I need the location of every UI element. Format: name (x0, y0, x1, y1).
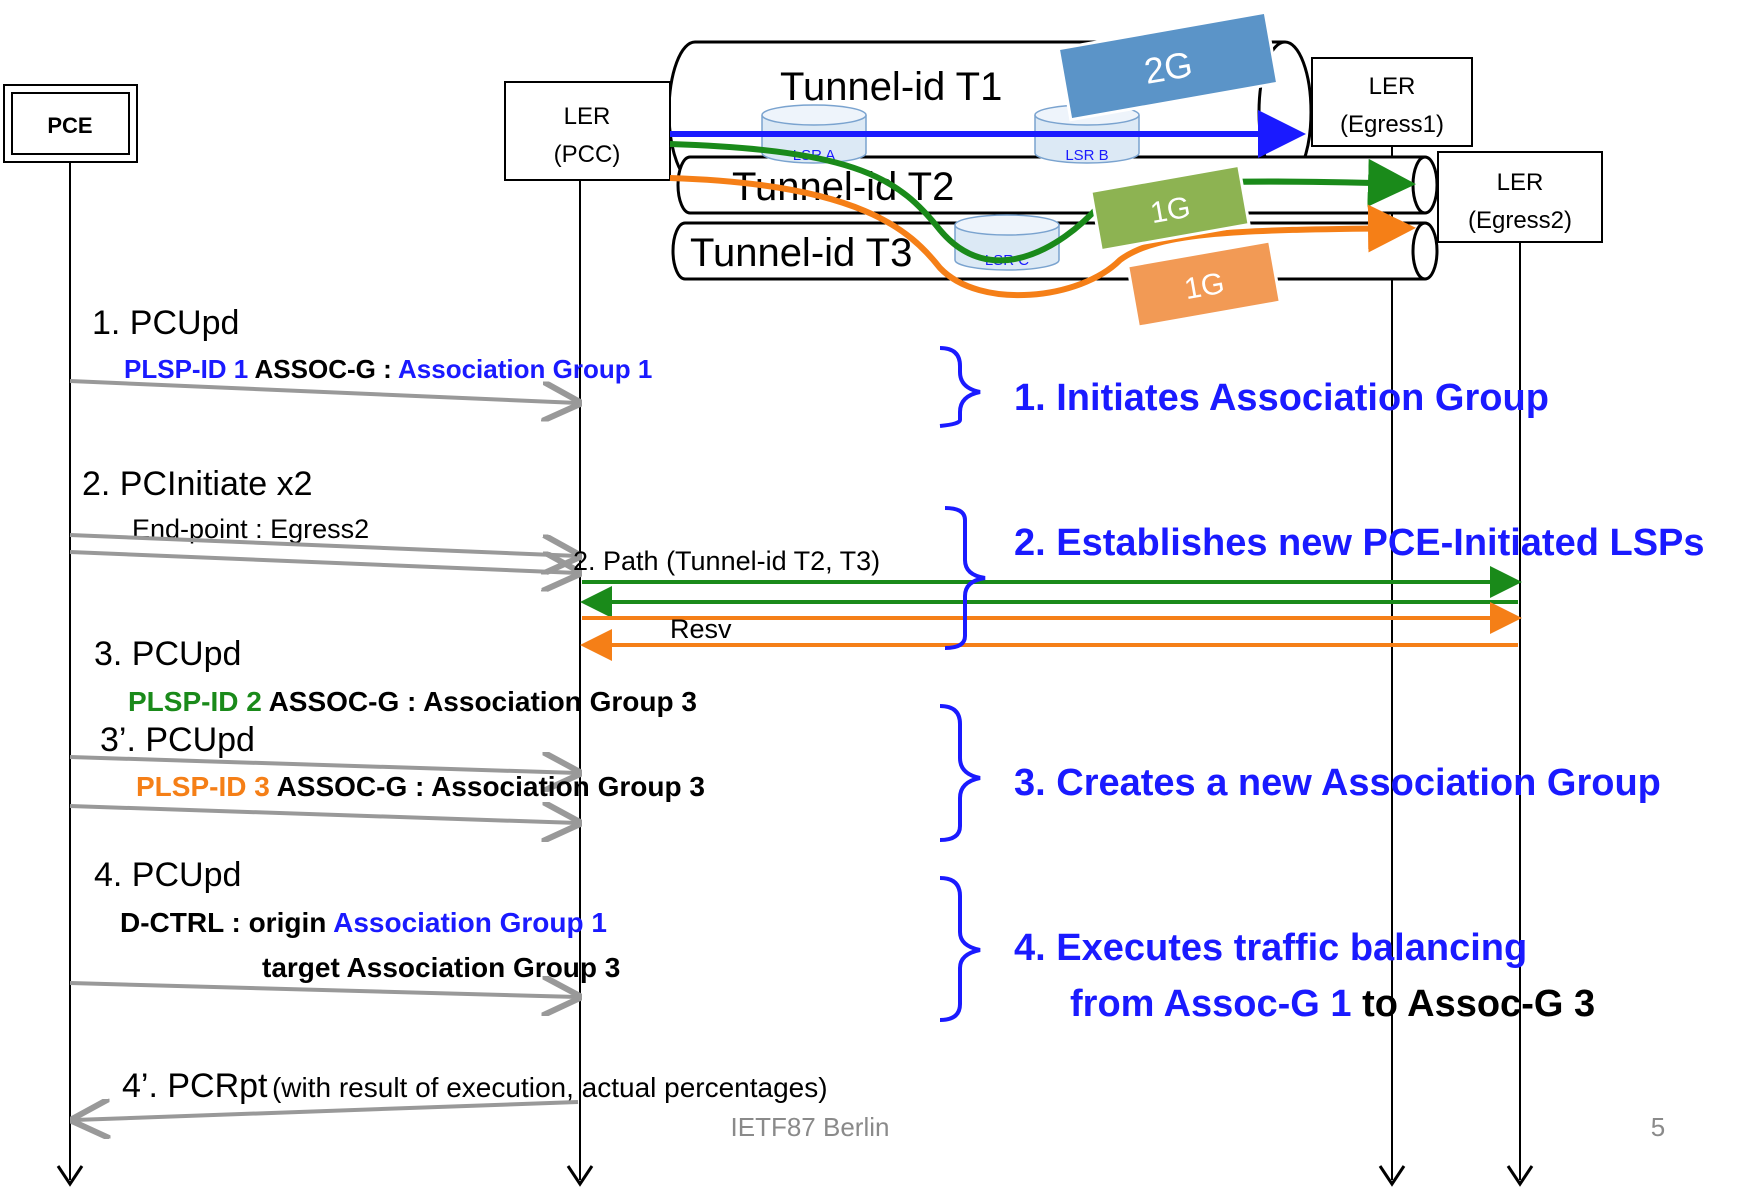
m3-title: 3. PCUpd (94, 635, 241, 673)
ler-egress2-line2: (Egress2) (1468, 207, 1572, 234)
m4-arrow (69, 983, 578, 997)
brace-step-2 (944, 506, 986, 650)
bandwidth-t3-label: 1G (1182, 267, 1227, 306)
m1-arrow (69, 379, 578, 403)
step-3-text: 3. Creates a new Association Group (1014, 762, 1661, 804)
message-3-pcupd: 3. PCUpd PLSP-ID 2 ASSOC-G : Association… (69, 635, 705, 823)
m3b-plsp: PLSP-ID 3 (136, 771, 270, 802)
lsr-b-label: LSR B (1065, 147, 1108, 164)
m1-group: Association Group 1 (398, 354, 652, 384)
m4-target: target Association Group 3 (262, 952, 620, 983)
pce-node: PCE (3, 84, 138, 163)
m3b-title: 3’. PCUpd (100, 721, 255, 759)
step-descriptions: 1. Initiates Association Group 2. Establ… (1014, 377, 1705, 1025)
step-4-from: from Assoc-G 1 (1070, 983, 1352, 1025)
message-4b-pcrpt: 4’. PCRpt (with result of execution, act… (74, 1067, 828, 1120)
step-4-to: to Assoc-G 3 (1362, 983, 1595, 1025)
m1-assoc: ASSOC-G : (255, 354, 392, 384)
egress2-lifeline-arrowhead (1506, 1165, 1534, 1187)
m4b-title: 4’. PCRpt (122, 1067, 268, 1105)
m3-detail: PLSP-ID 2 ASSOC-G : Association Group 3 (128, 686, 697, 717)
lifelines (56, 146, 1534, 1187)
bandwidth-t2-box: 1G (1089, 163, 1251, 253)
m4b-text: 4’. PCRpt (with result of execution, act… (122, 1067, 828, 1105)
footer-page-number: 5 (1651, 1112, 1665, 1142)
message-2-pcinitiate: 2. PCInitiate x2 End-point : Egress2 2. … (69, 465, 1522, 661)
footer-event: IETF87 Berlin (731, 1112, 890, 1142)
ler-egress1-line2: (Egress1) (1340, 111, 1444, 138)
pcc-lifeline-arrowhead (566, 1165, 594, 1187)
m2-resv-label: Resv (670, 614, 732, 644)
m3-arrow (69, 757, 578, 773)
ler-pcc-node: LER (PCC) (504, 81, 671, 181)
message-4-pcupd: 4. PCUpd D-CTRL : origin Association Gro… (69, 856, 620, 997)
m3b-detail: PLSP-ID 3 ASSOC-G : Association Group 3 (136, 771, 705, 802)
step-1-text: 1. Initiates Association Group (1014, 377, 1549, 419)
bandwidth-t3-box: 1G (1125, 239, 1283, 329)
brace-step-3 (939, 704, 981, 842)
m4-dctrl: D-CTRL : origin (120, 907, 326, 938)
m3-plsp: PLSP-ID 2 (128, 686, 262, 717)
m4b-note: (with result of execution, actual percen… (272, 1072, 828, 1103)
m3b-arrow (69, 806, 578, 823)
m4-origin-group: Association Group 1 (333, 907, 607, 938)
m3b-assoc: ASSOC-G : Association Group 3 (277, 771, 705, 802)
m2-path-label: 2. Path (Tunnel-id T2, T3) (573, 546, 880, 576)
brace-step-4 (939, 876, 981, 1022)
ler-egress1-line1: LER (1369, 73, 1416, 100)
m2-arrow-1 (69, 533, 578, 556)
step-4-line2: from Assoc-G 1 to Assoc-G 3 (1070, 983, 1595, 1025)
brace-step-1 (939, 346, 981, 428)
ler-egress2-line1: LER (1497, 169, 1544, 196)
bandwidth-t1-label: 2G (1141, 43, 1195, 92)
egress1-lifeline-arrowhead (1378, 1165, 1406, 1187)
footer: IETF87 Berlin 5 (731, 1112, 1666, 1142)
m1-title: 1. PCUpd (92, 304, 239, 342)
m1-plsp: PLSP-ID 1 (124, 354, 248, 384)
pce-label: PCE (47, 113, 92, 138)
message-1-pcupd: 1. PCUpd PLSP-ID 1 ASSOC-G : Association… (69, 304, 652, 403)
ler-egress2-node: LER (Egress2) (1437, 151, 1603, 243)
bandwidth-t1-box: 2G (1056, 10, 1280, 122)
m2-arrow-2 (69, 550, 578, 573)
tunnel-t1-label: Tunnel-id T1 (780, 65, 1002, 109)
bandwidth-t2-label: 1G (1148, 191, 1193, 230)
tunnel-t3-label: Tunnel-id T3 (690, 231, 912, 275)
ler-egress1-node: LER (Egress1) (1311, 57, 1473, 147)
ler-pcc-line2: (PCC) (554, 141, 621, 168)
step-4-line1: 4. Executes traffic balancing (1014, 927, 1527, 969)
m4b-arrow (74, 1102, 579, 1120)
m3-assoc: ASSOC-G : Association Group 3 (269, 686, 697, 717)
m2-title: 2. PCInitiate x2 (82, 465, 313, 503)
lsp-orange-path (669, 175, 1416, 299)
step-2-text: 2. Establishes new PCE-Initiated LSPs (1014, 522, 1705, 564)
m4-title: 4. PCUpd (94, 856, 241, 894)
ler-pcc-line1: LER (564, 103, 611, 130)
pce-lifeline-arrowhead (56, 1165, 84, 1187)
m1-detail: PLSP-ID 1 ASSOC-G : Association Group 1 (124, 354, 652, 384)
m4-detail: D-CTRL : origin Association Group 1 (120, 907, 607, 938)
